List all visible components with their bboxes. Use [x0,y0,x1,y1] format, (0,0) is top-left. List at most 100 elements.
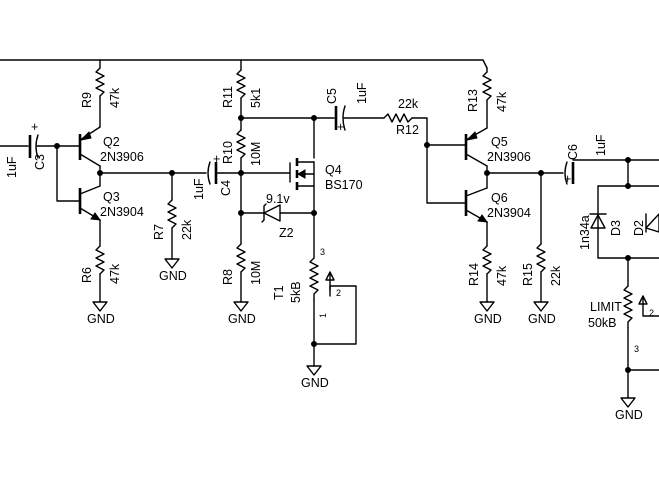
c5-polarity: + [337,120,344,134]
limit-ref: LIMIT [590,300,622,314]
limit-value: 50kB [588,316,617,330]
c5-value: 1uF [355,82,369,104]
capacitor-c4: + 1uF C4 [192,152,233,200]
capacitor-c6: + C6 1uF [564,134,608,186]
resistor-r7 [167,199,177,229]
r12-ref: R12 [396,123,419,137]
c6-ref: C6 [566,144,580,160]
r6-value: 47k [108,263,122,284]
c6-value: 1uF [594,134,608,156]
c3-polarity: + [31,120,38,134]
transistor-q6 [464,187,489,223]
q4-ref: Q4 [325,163,342,177]
ground-symbol [92,301,108,312]
resistor-r8 [236,243,246,273]
c4-value: 1uF [192,178,206,200]
t1-ref: T1 [272,285,286,300]
r11-ref: R11 [221,86,235,108]
zener-z2 [261,203,281,223]
resistor-r13 [482,71,492,101]
limit-wiper [638,295,659,317]
junction [625,183,631,189]
diode-d3 [589,213,607,229]
gnd-label: GND [615,408,643,422]
pot-limit [623,285,633,329]
resistor-r11 [236,69,246,99]
d2-ref: D2 [632,220,646,236]
c4-ref: C4 [219,180,233,196]
c5-ref: C5 [325,88,339,104]
r13-ref: R13 [466,89,480,112]
r10-ref: R10 [221,141,235,164]
capacitor-c3: + 1uF C3 [5,120,47,178]
wire-q6-base [426,144,467,204]
q5-value: 2N3906 [487,150,531,164]
t1-pin3: 3 [320,247,325,257]
r9-value: 47k [108,87,122,108]
resistor-r10 [236,129,246,159]
gnd-label: GND [228,312,256,326]
r15-ref: R15 [521,263,535,286]
ground-symbol [533,301,549,312]
d3-ref: D3 [609,220,623,236]
q3-value: 2N3904 [100,205,144,219]
t1-value: 5kB [289,281,303,303]
q6-value: 2N3904 [487,206,531,220]
c4-polarity: + [213,152,220,166]
r8-ref: R8 [221,269,235,285]
r14-value: 47k [495,265,509,286]
z2-ref: Z2 [279,226,294,240]
diode-d2 [645,213,659,233]
r7-ref: R7 [152,224,166,240]
junction [311,341,317,347]
r15-value: 22k [549,265,563,286]
supply-rail [0,59,488,69]
r6-ref: R6 [80,267,94,283]
resistor-r12 [383,113,413,123]
resistor-r15 [536,243,546,273]
ground-symbol [620,397,636,408]
t1-pin2: 2 [336,288,341,298]
gnd-label: GND [159,269,187,283]
d3-value: 1n34a [578,215,592,250]
q2-ref: Q2 [103,135,120,149]
resistor-r6 [95,245,105,275]
transistor-q5 [464,127,488,167]
resistor-r14 [482,245,492,275]
gnd-label: GND [528,312,556,326]
limit-pin2: 2 [649,308,654,318]
r13-value: 47k [495,91,509,112]
wire-base-tie [56,145,81,202]
transistor-q2 [78,126,101,167]
r9-ref: R9 [80,92,94,108]
r14-ref: R14 [467,263,481,286]
r7-value: 22k [180,219,194,240]
gnd-label: GND [301,376,329,390]
z2-value: 9.1v [266,192,290,206]
capacitor-c5: + C5 1uF [325,82,369,134]
wire-t1-loop [313,285,357,345]
q4-value: BS170 [325,178,363,192]
ground-symbol [479,301,495,312]
r12-value: 22k [398,97,419,111]
ground-symbol [164,258,180,269]
gnd-label: GND [474,312,502,326]
q5-ref: Q5 [491,135,508,149]
wire-diode-box [597,159,659,259]
c3-value: 1uF [5,156,19,178]
r11-value: 5k1 [249,88,263,108]
gnd-label: GND [87,312,115,326]
mosfet-q4 [289,158,315,190]
ground-symbol [233,301,249,312]
q2-value: 2N3906 [100,150,144,164]
transistor-q3 [78,185,102,221]
q6-ref: Q6 [491,191,508,205]
c3-ref: C3 [33,154,47,170]
junction [625,367,631,373]
r10-value: 10M [249,142,263,166]
ground-symbol [306,365,322,376]
t1-pin1: 1 [318,313,328,318]
q3-ref: Q3 [103,190,120,204]
